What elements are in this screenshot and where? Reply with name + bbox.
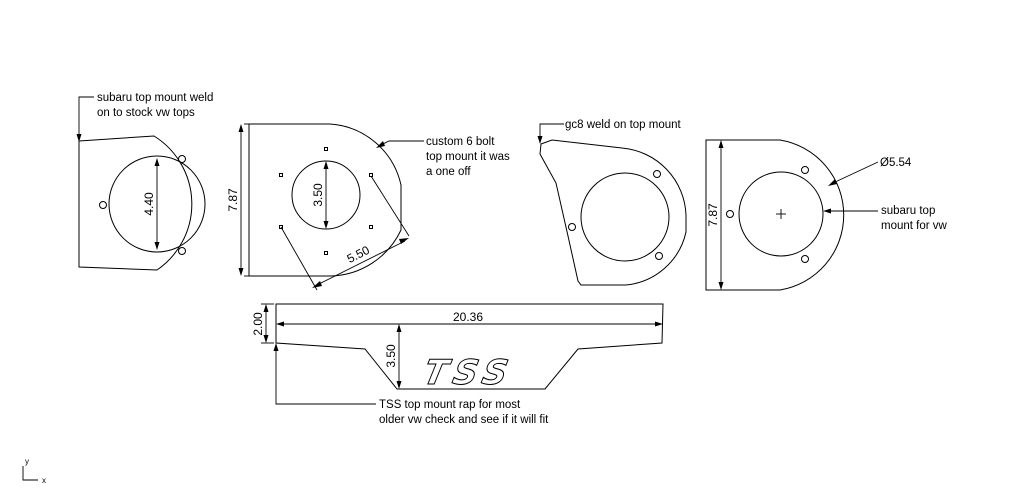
label-subaru-vw-1: subaru top [881, 205, 935, 217]
dim-part2-height: 7.87 [226, 188, 240, 212]
dim-part2-hole: 3.50 [311, 183, 325, 207]
part-subaru-weld: 4.40 subaru top mount weld on to stock v… [76, 92, 213, 271]
axis-x-label: x [42, 476, 46, 485]
part-subaru-vw: 7.87 Ø5.54 subaru top mount for vw [705, 139, 948, 291]
part-custom-6bolt: 7.87 3.50 5.50 custom 6 bolt top mount i… [226, 123, 510, 291]
label-tss-2: older vw check and see if it will fit [379, 414, 549, 426]
part-tss-plate: TSS 20.36 2.00 3.50 TSS top mount rap fo… [251, 303, 664, 426]
dim-plate-width: 20.36 [453, 310, 483, 324]
axis-y-label: y [25, 457, 29, 466]
label-subaru-weld-2: on to stock vw tops [97, 107, 195, 119]
dim-part1-height: 4.40 [142, 192, 156, 216]
label-subaru-vw-2: mount for vw [881, 220, 948, 232]
dim-plate-left: 2.00 [251, 312, 265, 336]
logo-tss: TSS [420, 353, 517, 393]
label-gc8-weld: gc8 weld on top mount [565, 119, 682, 131]
dim-part4-height: 7.87 [706, 203, 720, 227]
axis-icon: y x [22, 457, 46, 485]
label-custom-3: a one off [426, 166, 471, 178]
label-subaru-weld-1: subaru top mount weld [97, 92, 213, 104]
dim-part4-diameter: Ø5.54 [880, 157, 912, 169]
label-custom-1: custom 6 bolt [426, 136, 495, 148]
dim-part2-diag: 5.50 [345, 243, 372, 266]
dim-plate-mid: 3.50 [384, 344, 398, 368]
label-tss-1: TSS top mount rap for most [379, 399, 521, 411]
label-custom-2: top mount it was [426, 151, 510, 163]
part-gc8-weld: gc8 weld on top mount [537, 119, 687, 286]
